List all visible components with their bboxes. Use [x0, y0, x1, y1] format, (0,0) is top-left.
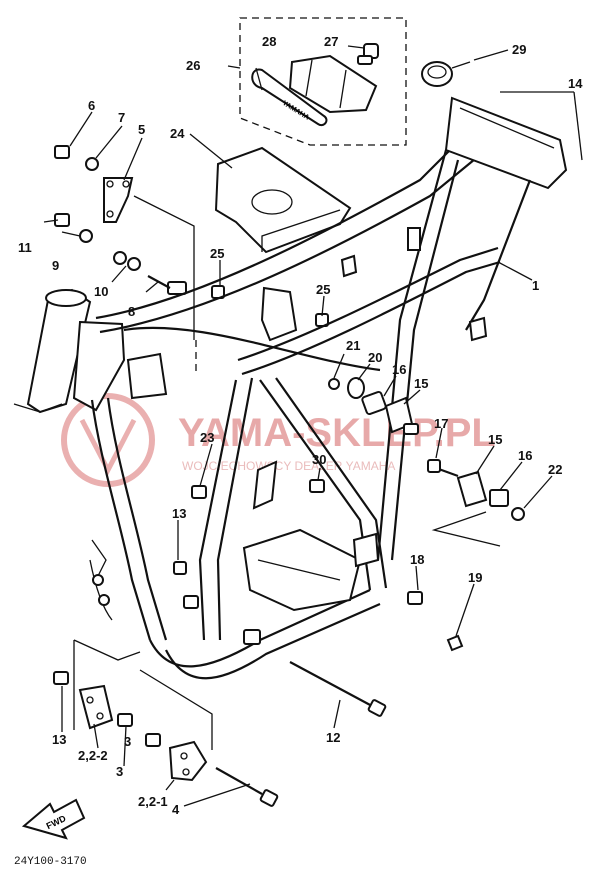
callout-label: 30 [312, 452, 326, 467]
callout-label: 16 [392, 362, 406, 377]
callout-label: 20 [368, 350, 382, 365]
callout-label: 10 [94, 284, 108, 299]
main-frame-part [13, 96, 568, 680]
callout-label: 19 [468, 570, 482, 585]
callout-label: 2,2-1 [138, 794, 168, 809]
cover-plate-part [214, 146, 352, 254]
callout-label: 17 [434, 416, 448, 431]
callout-label: 24 [170, 126, 185, 141]
engine-mount-parts [53, 671, 279, 807]
callout-label: 12 [326, 730, 340, 745]
callout-label: 28 [262, 34, 276, 49]
callout-label: 5 [138, 122, 145, 137]
band-part [421, 61, 471, 87]
callout-label: 29 [512, 42, 526, 57]
callout-labels: 1 2,2-1 2,2-2 3 3 4 5 6 7 8 9 10 11 12 1… [18, 34, 583, 817]
callout-label: 15 [488, 432, 502, 447]
callout-label: 3 [116, 764, 123, 779]
callout-label: 2,2-2 [78, 748, 108, 763]
grouping-lines [73, 195, 501, 750]
callout-label: 13 [52, 732, 66, 747]
fwd-arrow-icon: FWD [21, 798, 86, 840]
leader-lines [43, 45, 583, 807]
callout-label: 8 [128, 304, 135, 319]
diagram-code: 24Y100-3170 [14, 856, 87, 868]
callout-label: 9 [52, 258, 59, 273]
callout-label: 4 [172, 802, 180, 817]
grommet-part [357, 43, 379, 65]
callout-label: 27 [324, 34, 338, 49]
callout-label: 25 [210, 246, 224, 261]
callout-label: 3 [124, 734, 131, 749]
callout-label: 23 [200, 430, 214, 445]
toolbag-part [288, 54, 378, 114]
callout-label: 22 [548, 462, 562, 477]
callout-label: 6 [88, 98, 95, 113]
callout-label: 13 [172, 506, 186, 521]
callout-label: 14 [568, 76, 583, 91]
right-side-parts [173, 377, 525, 652]
long-bolt-part [289, 661, 387, 717]
watermark-text: YAMA-SKLEP.PL [178, 411, 496, 455]
callout-label: 15 [414, 376, 428, 391]
toolkit-box [239, 17, 407, 146]
callout-label: 11 [18, 240, 32, 255]
callout-label: 7 [118, 110, 125, 125]
callout-label: 25 [316, 282, 330, 297]
callout-label: 1 [532, 278, 539, 293]
bracket-part [103, 177, 134, 223]
callout-label: 18 [410, 552, 424, 567]
fasteners-upper-left [54, 145, 329, 327]
callout-label: 21 [346, 338, 360, 353]
callout-label: 16 [518, 448, 532, 463]
watermark: YAMA-SKLEP.PL WOJCIECHOWSCY DEALER YAMAH… [61, 393, 496, 487]
callout-label: 26 [186, 58, 200, 73]
watermark-subtext: WOJCIECHOWSCY DEALER YAMAHA [182, 459, 395, 473]
